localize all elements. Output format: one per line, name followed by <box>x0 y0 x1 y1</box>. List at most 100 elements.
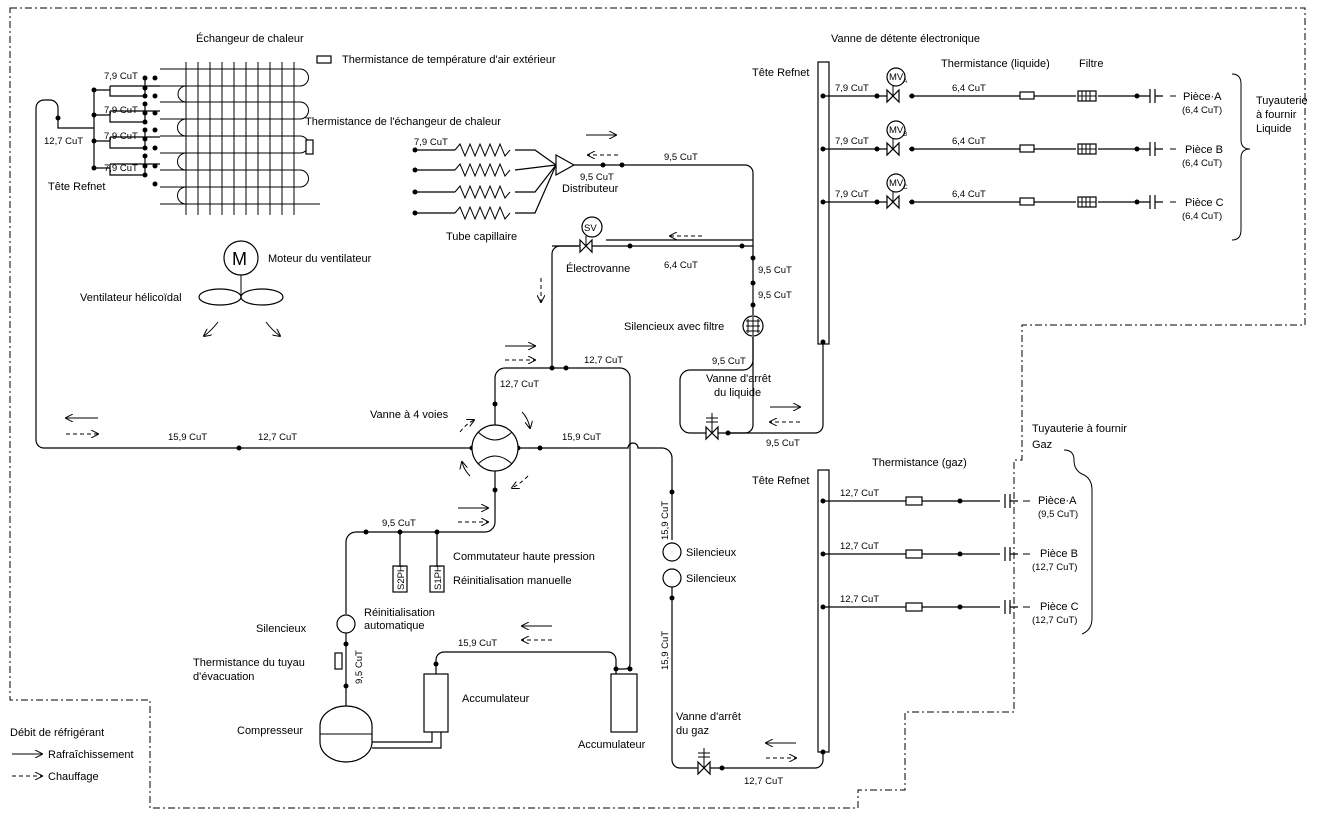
thermistor-liquid-label: Thermistance (liquide) <box>941 58 1050 70</box>
pipe-size-hx-1: 7,9 CuT <box>104 71 138 82</box>
gas-branch-c <box>820 600 1018 614</box>
distributor-icon <box>555 153 576 177</box>
pipe-size-top-4way: 12,7 CuT <box>584 355 623 366</box>
muffler-right-1-label: Silencieux <box>686 547 737 559</box>
accumulator-2-label: Accumulateur <box>578 739 646 751</box>
gas-stop-valve-label-1: Vanne d'arrêt <box>676 711 741 723</box>
eev-label: Vanne de détente électronique <box>831 33 980 45</box>
four-way-valve-label: Vanne à 4 voies <box>370 409 449 421</box>
accumulator-1-icon <box>423 673 449 733</box>
outdoor-unit-boundary <box>9 7 1306 809</box>
pipe-size-vert-right-2: 15,9 CuT <box>660 631 671 670</box>
heat-exchanger <box>160 62 320 215</box>
pipe-size-hx-2: 7,9 CuT <box>104 105 138 116</box>
pipe-size-main-left-1: 15,9 CuT <box>168 432 207 443</box>
motor-symbol: M <box>232 249 247 269</box>
fan-motor-label: Moteur du ventilateur <box>268 253 372 265</box>
liquid-branch-b <box>820 120 1156 157</box>
muffler-filter-label: Silencieux avec filtre <box>624 321 724 333</box>
pipe-size-liq-room-2: 6,4 CuT <box>952 136 986 147</box>
pipe-size-discharge: 9,5 CuT <box>382 518 416 529</box>
gas-branch-a <box>820 494 1018 508</box>
liquid-stop-valve-label-2: du liquide <box>714 387 761 399</box>
room-gas-a-size: (9,5 CuT) <box>1038 509 1078 520</box>
room-liquid-c-size: (6,4 CuT) <box>1182 211 1222 222</box>
s2ph-switch <box>392 565 408 593</box>
pipe-size-sv-line: 6,4 CuT <box>664 260 698 271</box>
outdoor-air-thermistor-label: Thermistance de température d'air extéri… <box>342 54 556 66</box>
mv-a: MVA <box>889 72 907 85</box>
pipe-size-liq-branch-2: 7,9 CuT <box>835 136 869 147</box>
pipe-size-liq-branch-3: 7,9 CuT <box>835 189 869 200</box>
legend-heating: Chauffage <box>48 771 99 783</box>
pipe-size-gas-branch-3: 12,7 CuT <box>840 594 879 605</box>
muffler-right-2-label: Silencieux <box>686 573 737 585</box>
hx-thermistor-icon <box>305 139 314 155</box>
mv-c: MVC <box>889 178 908 191</box>
propeller-blade-left <box>198 288 242 306</box>
pipe-size-hx-3: 7,9 CuT <box>104 131 138 142</box>
s1ph-switch <box>429 565 445 593</box>
hx-refnet-header <box>35 75 160 440</box>
refnet-head-liquid-label: Tête Refnet <box>752 67 809 79</box>
room-gas-c-name: Pièce C <box>1040 601 1079 613</box>
s2ph-label: S2PH <box>396 565 407 590</box>
room-gas-b-name: Pièce B <box>1040 548 1078 560</box>
field-piping-liquid-3: Liquide <box>1256 123 1291 135</box>
high-pressure-switch-label: Commutateur haute pression <box>453 551 595 563</box>
pipe-size-vert-2: 9,5 CuT <box>758 290 792 301</box>
solenoid-valve-label: Électrovanne <box>566 262 630 275</box>
capillary-tubes <box>412 142 557 221</box>
room-gas-c-size: (12,7 CuT) <box>1032 615 1077 626</box>
discharge-thermistor-label-1: Thermistance du tuyau <box>193 657 305 669</box>
pipe-size-main-right: 15,9 CuT <box>562 432 601 443</box>
muffler-left-icon <box>336 614 356 634</box>
liquid-brace <box>1231 73 1251 241</box>
accumulator-1-label: Accumulateur <box>462 693 530 705</box>
pipe-size-liq-room-3: 6,4 CuT <box>952 189 986 200</box>
outdoor-air-thermistor-icon <box>316 55 332 64</box>
manual-reset-label: Réinitialisation manuelle <box>453 575 572 587</box>
pipe-size-vert-right-1: 15,9 CuT <box>660 501 671 540</box>
pipe-size-comp-vert: 9,5 CuT <box>354 650 365 684</box>
pipe-size-hx-header: 12,7 CuT <box>44 136 83 147</box>
liquid-stop-valve-label-1: Vanne d'arrêt <box>706 373 771 385</box>
heat-exchanger-label: Échangeur de chaleur <box>196 32 304 45</box>
pipe-size-liq-valve-out: 9,5 CuT <box>766 438 800 449</box>
liquid-branch-a <box>820 67 1156 104</box>
field-piping-gas-1: Tuyauterie à fournir <box>1032 423 1127 435</box>
room-liquid-c-name: Pièce C <box>1185 197 1224 209</box>
capillary-tube-label: Tube capillaire <box>446 231 517 243</box>
propeller-blade-right <box>240 288 284 306</box>
pipe-size-top-4way-2: 12,7 CuT <box>500 379 539 390</box>
room-liquid-a-size: (6,4 CuT) <box>1182 105 1222 116</box>
filter-label: Filtre <box>1079 58 1103 70</box>
refnet-head-gas-label: Tête Refnet <box>752 475 809 487</box>
liquid-branch-c <box>820 173 1156 210</box>
refnet-head-left-label: Tête Refnet <box>48 181 105 193</box>
auto-reset-label-2: automatique <box>364 620 425 632</box>
legend-title: Débit de réfrigérant <box>10 727 104 739</box>
four-way-valve-icon <box>471 424 519 472</box>
propeller-fan-label: Ventilateur hélicoïdal <box>80 292 182 304</box>
s1ph-label: S1PH <box>433 565 444 590</box>
distributor-label: Distributeur <box>562 183 619 195</box>
field-piping-liquid-1: Tuyauterie <box>1256 95 1308 107</box>
pipe-size-liq-branch-1: 7,9 CuT <box>835 83 869 94</box>
pipe-size-hx-4: 7,9 CuT <box>104 163 138 174</box>
pipe-size-liq-room-1: 6,4 CuT <box>952 83 986 94</box>
muffler-left-label: Silencieux <box>256 623 307 635</box>
room-liquid-a-name: Pièce·A <box>1183 91 1222 103</box>
pipe-size-gas-branch-2: 12,7 CuT <box>840 541 879 552</box>
sv-symbol: SV <box>584 223 597 234</box>
room-liquid-b-name: Pièce B <box>1185 144 1223 156</box>
muffler-right-1-icon <box>662 542 682 562</box>
room-gas-a-name: Pièce·A <box>1038 495 1077 507</box>
mv-b: MVB <box>889 125 907 138</box>
room-gas-b-size: (12,7 CuT) <box>1032 562 1077 573</box>
gas-brace <box>1063 449 1093 635</box>
pipe-size-dist-out: 9,5 CuT <box>580 172 614 183</box>
discharge-thermistor-icon <box>334 652 343 670</box>
pipe-size-main-left-2: 12,7 CuT <box>258 432 297 443</box>
